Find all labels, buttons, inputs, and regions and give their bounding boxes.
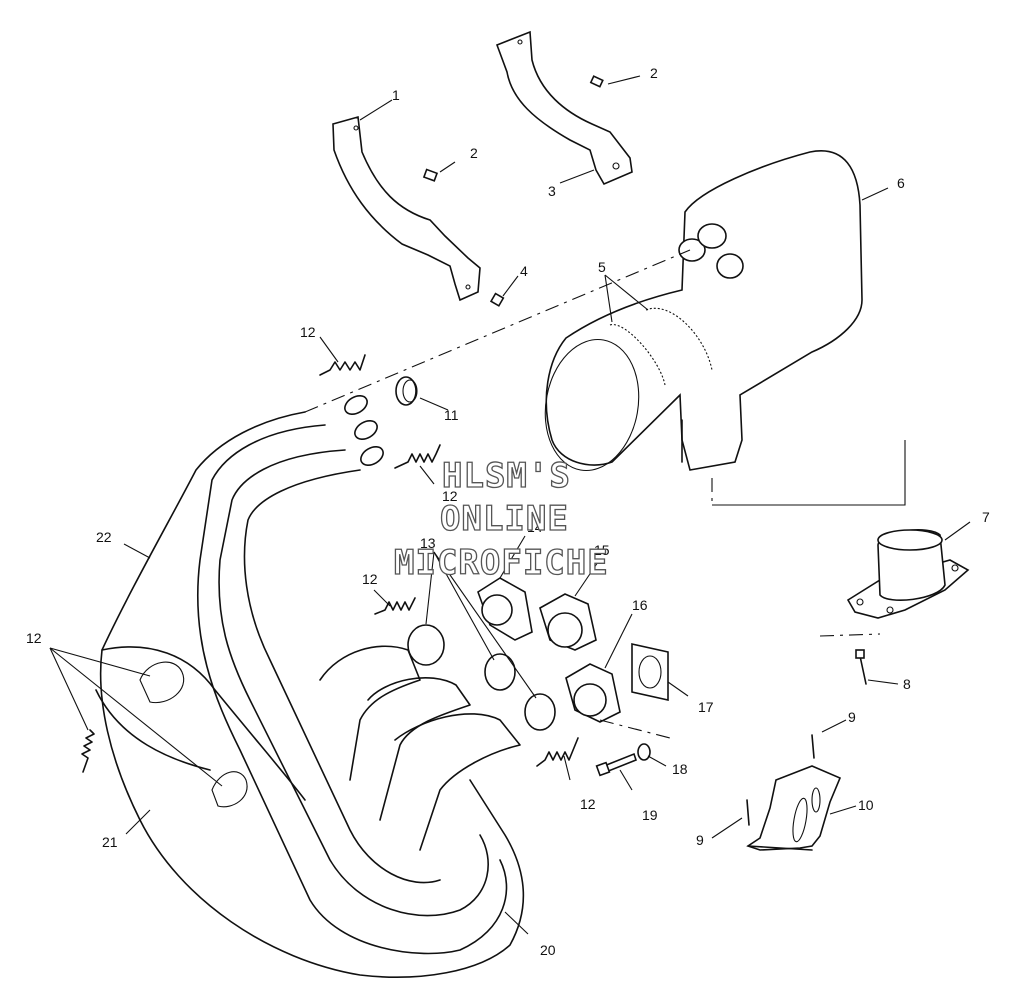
flange-14 (477, 577, 533, 641)
watermark-line-3: MICROFICHE (394, 543, 609, 583)
callout-12-mid: 12 (442, 488, 458, 504)
washer-18 (637, 743, 651, 761)
callout-18: 18 (672, 761, 688, 777)
bolt-2-lower (422, 168, 439, 182)
nut-4 (489, 292, 505, 307)
callout-15: 15 (594, 542, 610, 558)
gasket-13-c (524, 693, 556, 731)
hanger-bracket-1 (332, 115, 481, 302)
callout-5: 5 (598, 259, 606, 275)
hanger-bracket-3 (495, 30, 633, 186)
spring-12-low (536, 737, 579, 767)
callout-12-low: 12 (580, 796, 596, 812)
callout-4: 4 (520, 263, 528, 279)
watermark: HLSM'S ONLINE MICROFICHE (393, 455, 609, 583)
callout-3: 3 (548, 183, 556, 199)
bolt-2-upper (589, 75, 604, 88)
callout-10: 10 (858, 797, 874, 813)
callout-22: 22 (96, 529, 112, 545)
callout-6: 6 (897, 175, 905, 191)
outlet-flange-7 (846, 529, 970, 619)
callout-2-lower: 2 (470, 145, 478, 161)
gasket-13-a (407, 624, 445, 666)
gasket-plate-17 (631, 643, 669, 701)
callout-12-left: 12 (362, 571, 378, 587)
flange-16 (565, 663, 621, 723)
callout-12-top: 12 (300, 324, 316, 340)
callout-21: 21 (102, 834, 118, 850)
exhaust-pipe-assembly (95, 395, 525, 978)
callout-9-b: 9 (696, 832, 704, 848)
screw-8 (855, 649, 867, 685)
spring-12-mid (394, 444, 441, 469)
watermark-line-1: HLSM'S (442, 456, 571, 496)
bracket-10 (746, 765, 842, 851)
callout-13: 13 (420, 535, 436, 551)
bolt-19 (595, 752, 637, 777)
screw-9-b (746, 799, 750, 826)
callout-14: 14 (527, 519, 543, 535)
seal-ring-11 (395, 376, 418, 406)
callout-16: 16 (632, 597, 648, 613)
callout-12-far: 12 (26, 630, 42, 646)
flange-15 (539, 593, 597, 651)
callout-9-a: 9 (848, 709, 856, 725)
screw-9-a (811, 734, 815, 759)
callout-20: 20 (540, 942, 556, 958)
spring-12-left (374, 597, 416, 615)
callout-17: 17 (698, 699, 714, 715)
callout-11: 11 (444, 407, 459, 423)
callout-labels: 1 2 2 3 4 5 6 7 8 9 9 10 11 12 12 12 12 … (26, 65, 990, 958)
spring-12-top (319, 354, 366, 376)
callout-2-upper: 2 (650, 65, 658, 81)
muffler-6 (544, 150, 863, 472)
gasket-13-b (484, 653, 516, 691)
spring-12-far (81, 729, 95, 773)
callout-8: 8 (903, 676, 911, 692)
callout-1: 1 (392, 87, 400, 103)
callout-19: 19 (642, 807, 658, 823)
leader-lines (49, 75, 971, 935)
callout-7: 7 (982, 509, 990, 525)
watermark-line-2: ONLINE (440, 499, 569, 539)
